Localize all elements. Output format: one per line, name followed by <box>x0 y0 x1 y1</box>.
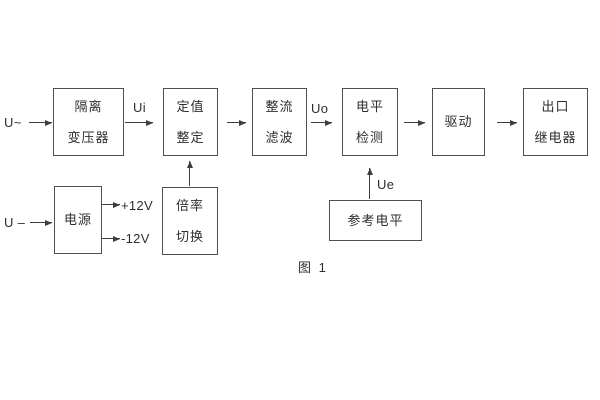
label-plus-12v: +12V <box>121 198 153 213</box>
block-label: 检测 <box>355 129 384 145</box>
arrow-right-icon-power-minus-12v <box>102 238 120 240</box>
block-level-detect: 电平 检测 <box>342 88 398 156</box>
label-ac-input: U~ <box>4 115 22 130</box>
block-label: 整流 <box>265 98 294 114</box>
arrow-right-icon-detect-to-drive <box>404 122 425 124</box>
block-label: 参考电平 <box>347 212 404 228</box>
block-label: 驱动 <box>444 114 473 129</box>
block-reference-level: 参考电平 <box>329 200 422 241</box>
block-output-relay: 出口 继电器 <box>523 88 588 156</box>
block-setting-adjust: 定值 整定 <box>163 88 218 156</box>
block-power-supply: 电源 <box>54 186 102 254</box>
block-label: 出口 <box>541 98 570 114</box>
block-label: 整定 <box>176 129 205 145</box>
block-label: 电源 <box>63 212 92 227</box>
label-minus-12v: -12V <box>121 231 150 246</box>
label-ue: Ue <box>377 177 395 192</box>
arrow-right-icon-setting-to-rectifier <box>227 122 246 124</box>
figure-caption: 图 1 <box>298 260 328 275</box>
block-label: 电平 <box>355 98 384 114</box>
block-label: 隔离 <box>74 98 103 114</box>
arrow-right-icon-transformer-to-setting <box>125 122 153 124</box>
arrow-right-icon-power-plus-12v <box>102 204 120 206</box>
block-label: 滤波 <box>265 129 294 145</box>
block-label: 继电器 <box>534 129 577 145</box>
block-label: 切换 <box>175 228 204 244</box>
arrow-right-icon-rectifier-to-detect <box>311 122 332 124</box>
block-label: 倍率 <box>175 197 204 213</box>
label-uo: Uo <box>311 101 329 116</box>
block-ratio-switch: 倍率 切换 <box>162 187 218 255</box>
block-isolation-transformer: 隔离 变压器 <box>53 88 124 156</box>
arrow-up-icon-ratio-to-setting <box>189 161 191 186</box>
arrow-up-icon-reference-to-detect <box>369 168 371 199</box>
label-dc-input: U – <box>4 215 26 230</box>
block-rectify-filter: 整流 滤波 <box>252 88 307 156</box>
label-ui: Ui <box>133 100 146 115</box>
block-drive: 驱动 <box>432 88 485 156</box>
block-label: 变压器 <box>67 129 110 145</box>
arrow-right-icon-drive-to-relay <box>497 122 517 124</box>
arrow-right-icon-ac-input-to-transformer <box>29 122 52 124</box>
block-label: 定值 <box>176 98 205 114</box>
arrow-right-icon-dc-input-to-power <box>30 222 52 224</box>
